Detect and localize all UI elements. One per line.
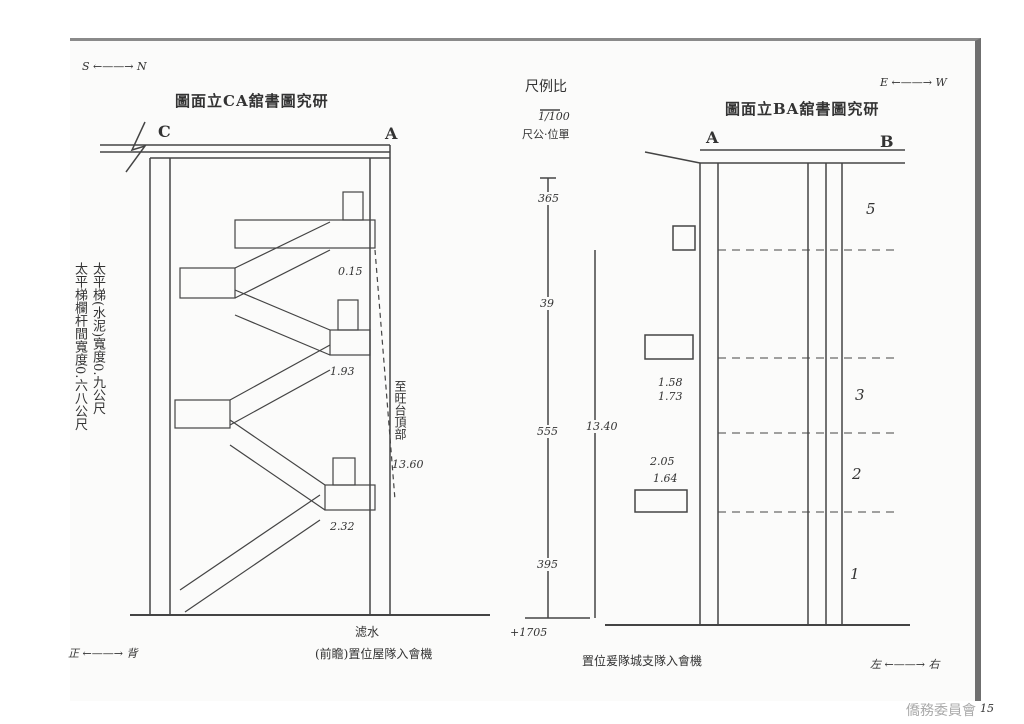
watermark: 僑務委員會 [906, 703, 976, 719]
height-note: 至旺台頂部 [393, 380, 407, 440]
left-elevation-title: 圖面立CA舘書圖究研 [175, 92, 329, 110]
scale-bar [525, 109, 596, 619]
callout-entrance-left: (前瞻)置位屋隊入會機 [315, 647, 433, 661]
scale-label: 尺例比 [525, 79, 567, 95]
compass-east: E [880, 76, 889, 89]
callout-drain: 滤水 [355, 625, 380, 639]
dim-2-05: 2.05 [650, 455, 675, 468]
front-label: 正 [68, 647, 79, 660]
compass-right: E ←——→ W [880, 76, 947, 89]
scale-base: +1705 [510, 626, 548, 639]
compass-left: S ←——→ N [82, 60, 147, 73]
left-elevation-structure [100, 121, 490, 616]
dim-landing-1: 1.93 [330, 365, 355, 378]
compass-north: N [136, 60, 147, 73]
back-label: 背 [126, 647, 138, 660]
dim-landing-2: 2.32 [330, 520, 355, 533]
callout-entrance-right: 置位爰隊城支隊入會機 [582, 654, 703, 668]
note-stair-width: 太平梯(水泥)寬度0.九公尺 [90, 262, 105, 415]
scale-segment-3: 555 [537, 425, 558, 438]
compass-south: S [82, 60, 90, 73]
dim-1-73: 1.73 [658, 390, 683, 403]
scale-segment-2: 39 [540, 297, 554, 310]
grid-label-a: A [385, 124, 398, 143]
dim-1-64: 1.64 [653, 472, 678, 485]
stair-flights [174, 191, 396, 613]
floor-2: 2 [852, 465, 862, 483]
scale-ratio: 1/100 [538, 110, 570, 123]
compass-west: W [935, 76, 947, 89]
right-label: 右 [928, 658, 940, 671]
dim-1-58: 1.58 [658, 376, 683, 389]
bottom-compass-left: 正 ←——→ 背 [68, 647, 138, 660]
grid-label-c: C [158, 122, 171, 141]
floor-5: 5 [866, 200, 876, 218]
scale-segment-1: 365 [538, 192, 559, 205]
dim-tread: 0.15 [338, 265, 363, 278]
floor-1: 1 [850, 565, 860, 583]
bottom-compass-right: 左 ←——→ 右 [870, 658, 940, 671]
floor-3: 3 [855, 386, 865, 404]
scale-unit: 尺公·位單 [522, 128, 570, 141]
grid-label-b: B [880, 132, 894, 151]
dim-height: 13.60 [392, 458, 424, 471]
right-elevation-title: 圖面立BA舘書圖究研 [725, 100, 880, 118]
right-elevation-structure [605, 149, 910, 626]
dim-total: 13.40 [586, 420, 618, 433]
page-number: 15 [980, 702, 994, 715]
note-railing-width: 太平梯欄杆間寬度0.六八公尺 [72, 262, 87, 431]
grid-label-a-right: A [706, 128, 719, 147]
left-label: 左 [870, 658, 881, 671]
drawing-sheet [70, 38, 981, 701]
scale-segment-4: 395 [537, 558, 558, 571]
